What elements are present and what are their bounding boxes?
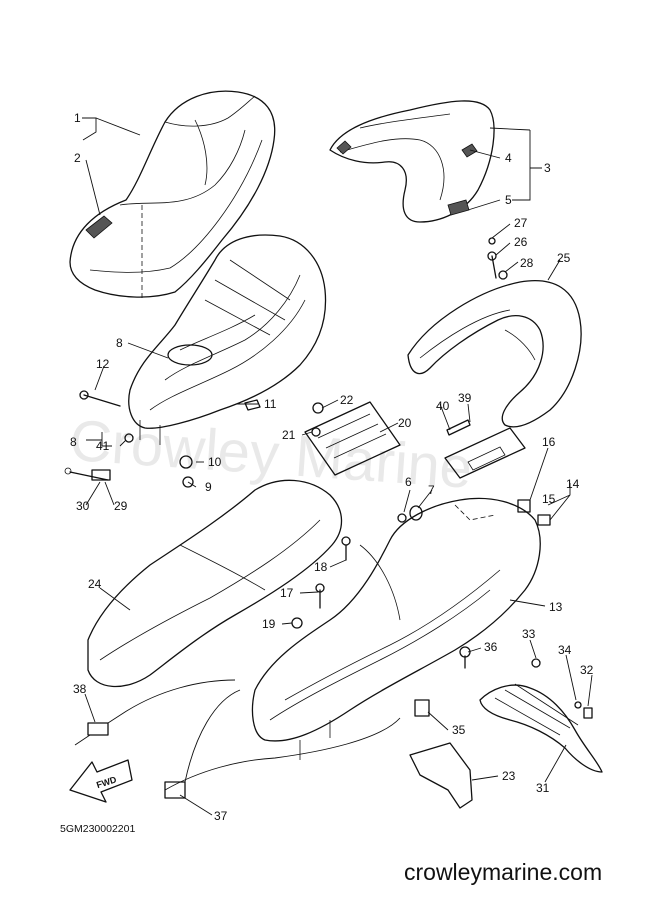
callout-39: 39	[458, 391, 472, 405]
callout-19: 19	[262, 617, 276, 631]
callout-40: 40	[436, 399, 450, 413]
callout-1: 1	[74, 111, 81, 125]
callout-37: 37	[214, 809, 228, 823]
leader-lines	[82, 117, 593, 816]
callout-2: 2	[74, 151, 81, 165]
callout-20: 20	[398, 416, 412, 430]
callout-25: 25	[557, 251, 571, 265]
watermark-text: Crowley Marine	[68, 408, 474, 501]
callout-23: 23	[502, 769, 516, 783]
callout-29: 29	[114, 499, 128, 513]
callout-41: 41	[96, 439, 110, 453]
callout-14: 14	[566, 477, 580, 491]
callout-34: 34	[558, 643, 572, 657]
lower-tray-drawing	[87, 479, 343, 688]
fwd-arrow-label: FWD	[95, 774, 118, 790]
guard-plate-drawing	[409, 742, 473, 809]
callout-13: 13	[549, 600, 563, 614]
seat-drawing	[69, 90, 276, 300]
hardware-drawings	[64, 237, 593, 799]
callout-33: 33	[522, 627, 536, 641]
callout-22: 22	[340, 393, 354, 407]
callout-28: 28	[520, 256, 534, 270]
fwd-arrow-icon: FWD	[69, 759, 133, 803]
callout-38: 38	[73, 682, 87, 696]
callout-35: 35	[452, 723, 466, 737]
drawing-code: 5GM230002201	[60, 823, 135, 835]
callout-16: 16	[542, 435, 556, 449]
callout-12: 12	[96, 357, 110, 371]
callout-27: 27	[514, 216, 528, 230]
callout-36: 36	[484, 640, 498, 654]
callout-26: 26	[514, 235, 528, 249]
seat-base-drawing	[128, 234, 327, 445]
callout-31: 31	[536, 781, 550, 795]
callout-30: 30	[76, 499, 90, 513]
website-text: crowleymarine.com	[404, 859, 602, 885]
callout-6: 6	[405, 475, 412, 489]
callout-8a: 8	[116, 336, 123, 350]
callout-10: 10	[208, 455, 222, 469]
callout-18: 18	[314, 560, 328, 574]
rear-seat-cover-drawing	[329, 100, 495, 223]
grab-handle-drawing	[407, 280, 582, 428]
callout-labels: 1 2 3 4 5 6 7 8 8 9 10 11 12 13 14 15 16…	[70, 111, 594, 823]
callout-11: 11	[264, 397, 277, 411]
callout-7: 7	[428, 483, 435, 497]
callout-32: 32	[580, 663, 594, 677]
plate-assembly-drawing	[304, 401, 526, 479]
callout-4: 4	[505, 151, 512, 165]
rear-bracket-drawing	[479, 683, 603, 773]
callout-3: 3	[544, 161, 551, 175]
storage-body-drawing	[251, 497, 541, 760]
callout-5: 5	[505, 193, 512, 207]
callout-9: 9	[205, 480, 212, 494]
callout-15: 15	[542, 492, 556, 506]
callout-24: 24	[88, 577, 102, 591]
callout-17: 17	[280, 586, 294, 600]
callout-8b: 8	[70, 435, 77, 449]
callout-21: 21	[282, 428, 296, 442]
